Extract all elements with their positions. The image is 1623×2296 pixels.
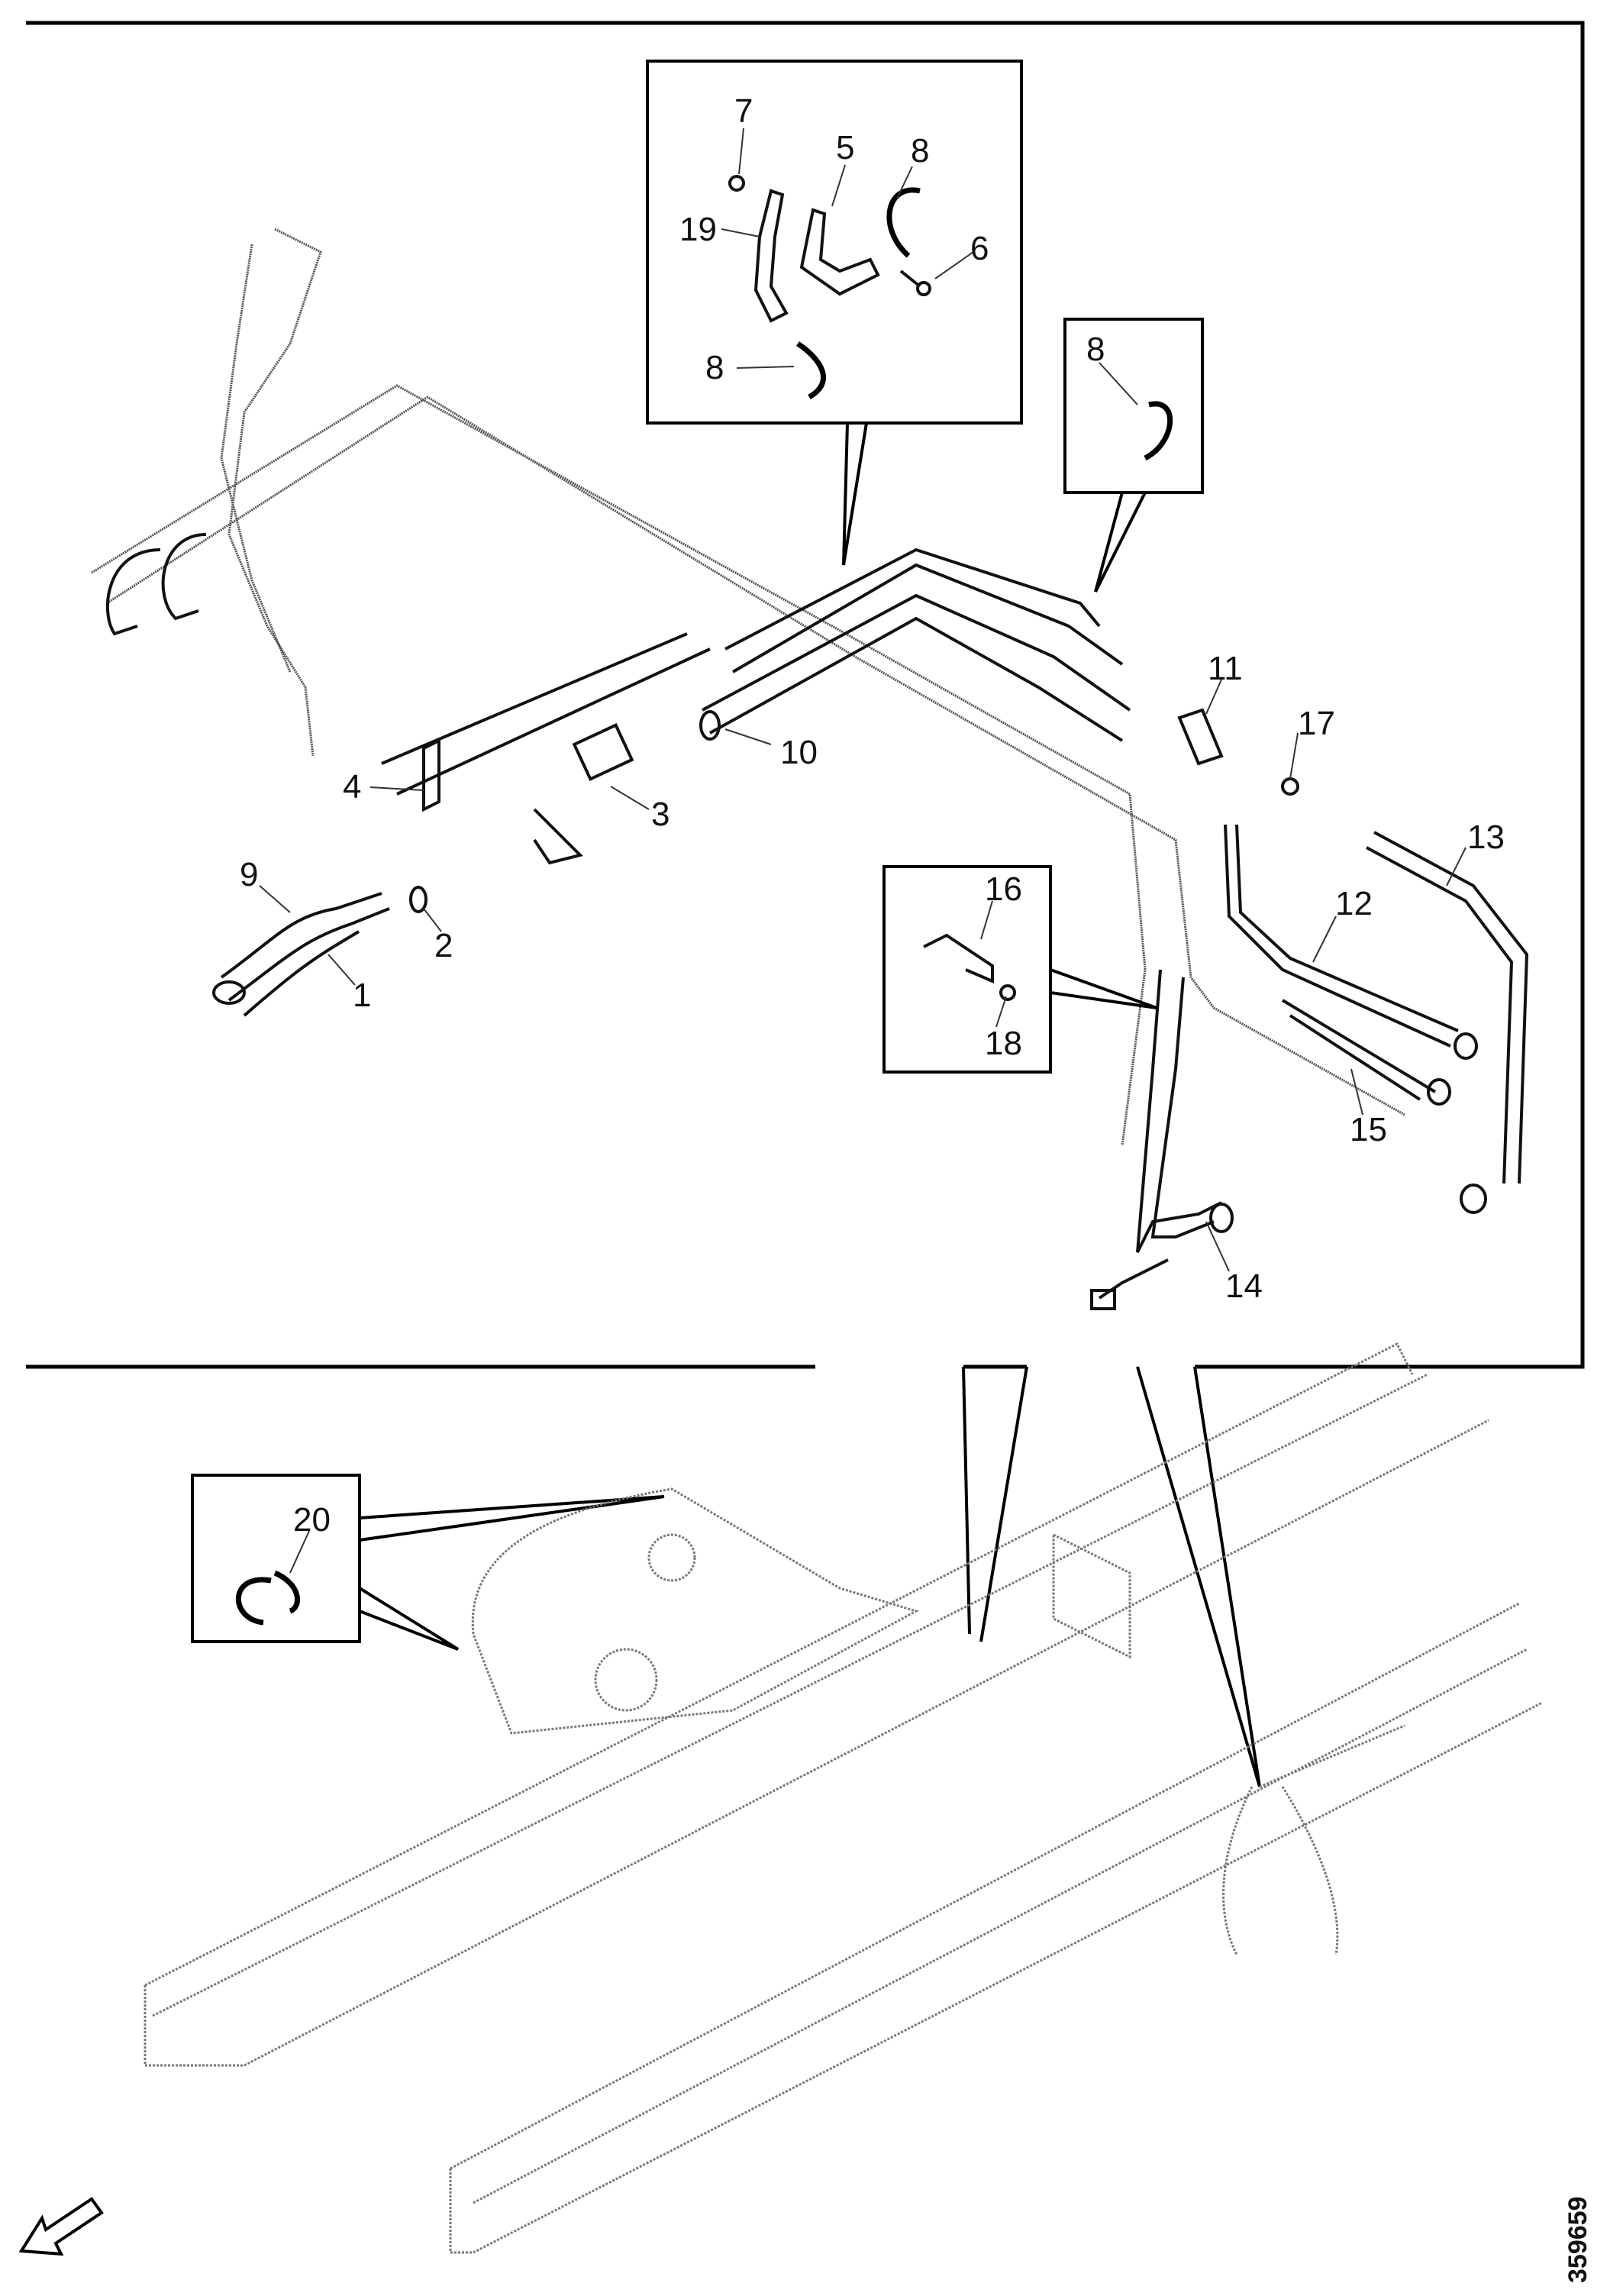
callout-9: 9 xyxy=(240,856,258,893)
clamp-part-5 xyxy=(799,208,880,296)
callout-labels: 7 5 8 19 6 8 8 11 17 10 4 3 9 2 1 13 12 … xyxy=(240,92,1505,1539)
callout-7: 7 xyxy=(734,92,753,130)
callout-18: 18 xyxy=(985,1025,1022,1062)
main-detail-frame xyxy=(26,21,1585,1369)
chassis-frame-background xyxy=(144,1342,1543,2254)
callout-10: 10 xyxy=(780,734,818,771)
callout-4: 4 xyxy=(343,768,361,806)
bracket-part-16 xyxy=(923,933,994,984)
callout-19: 19 xyxy=(679,211,717,248)
callout-pointer-lines xyxy=(259,128,1467,1574)
bracket-part-4 xyxy=(422,738,440,812)
inset-box-bracket-clamp-detail xyxy=(646,60,1023,425)
callout-8: 8 xyxy=(911,132,929,170)
inset-4-pointer-upper xyxy=(359,1495,665,1542)
pipe-routing-background xyxy=(91,228,1405,1146)
callout-8: 8 xyxy=(705,349,724,386)
callout-1: 1 xyxy=(353,977,371,1014)
hose-assembly-main xyxy=(220,547,1529,1300)
callout-2: 2 xyxy=(434,927,453,964)
ring-part-8-lower xyxy=(796,341,827,400)
callout-3: 3 xyxy=(651,796,670,833)
ring-part-8-right xyxy=(1144,401,1173,461)
inset-4-pointer-lower xyxy=(358,1587,460,1651)
ring-part-8-upper xyxy=(886,187,921,258)
document-id: 359659 xyxy=(1563,2197,1592,2283)
bracket-part-19 xyxy=(753,189,789,323)
front-direction-arrow-icon xyxy=(18,2197,104,2256)
inset-2-pointer xyxy=(1094,492,1147,593)
main-view-parts xyxy=(105,533,1487,1310)
callout-12: 12 xyxy=(1335,885,1373,922)
inset-1-parts xyxy=(728,175,931,400)
frame-pointer-leaders xyxy=(962,1366,1261,1787)
inset-box-ring-detail xyxy=(1063,318,1204,494)
callout-8: 8 xyxy=(1086,331,1105,368)
nut-part-7 xyxy=(728,175,745,192)
nut-part-18 xyxy=(999,984,1016,1001)
clip-part-2 xyxy=(409,886,428,913)
callout-17: 17 xyxy=(1298,705,1335,742)
callout-20: 20 xyxy=(293,1501,331,1539)
callout-5: 5 xyxy=(836,129,854,166)
inset-box-ring-detail-lower xyxy=(191,1474,361,1643)
bracket-part-11 xyxy=(1177,708,1224,766)
callout-11: 11 xyxy=(1208,650,1243,687)
callout-16: 16 xyxy=(985,870,1022,908)
callout-13: 13 xyxy=(1467,819,1505,856)
nut-part-17 xyxy=(1281,777,1299,796)
inset-3-pointer xyxy=(1050,968,1157,1009)
ring-part-20 xyxy=(235,1570,300,1626)
fitting-part-10 xyxy=(699,710,721,741)
bolt-part-6 xyxy=(899,270,921,288)
valve-part-3 xyxy=(572,723,634,781)
callout-15: 15 xyxy=(1350,1111,1387,1148)
callout-14: 14 xyxy=(1225,1267,1263,1305)
callout-6: 6 xyxy=(970,230,989,267)
inset-1-pointer xyxy=(842,422,868,566)
